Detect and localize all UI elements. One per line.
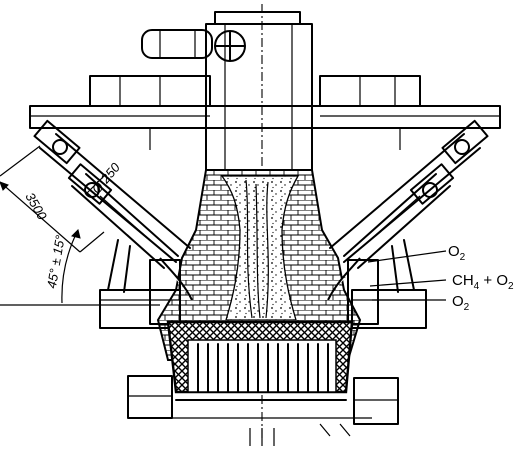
- drive-unit: [141, 29, 246, 62]
- label-o2-top: O2: [448, 243, 466, 263]
- label-o2-bottom: O2: [452, 293, 470, 313]
- flame-zone: [220, 175, 300, 321]
- gas-leaders: [367, 250, 447, 301]
- length-dim-line: [0, 181, 81, 253]
- label-ch4-o2: CH4 + O2: [452, 272, 514, 292]
- foundation: [127, 375, 399, 446]
- dim-length: 3500: [22, 190, 50, 223]
- side-platforms: [99, 259, 427, 329]
- burner-assembly-left: [33, 119, 193, 301]
- dimension-lines: [0, 145, 160, 306]
- grate-bars: [197, 343, 329, 393]
- upper-frame: [29, 75, 501, 150]
- reactor-dome: [156, 169, 362, 361]
- hearth: [166, 320, 354, 401]
- diameter-leader: [85, 175, 105, 195]
- dim-angle: 45° ± 15°: [44, 234, 68, 289]
